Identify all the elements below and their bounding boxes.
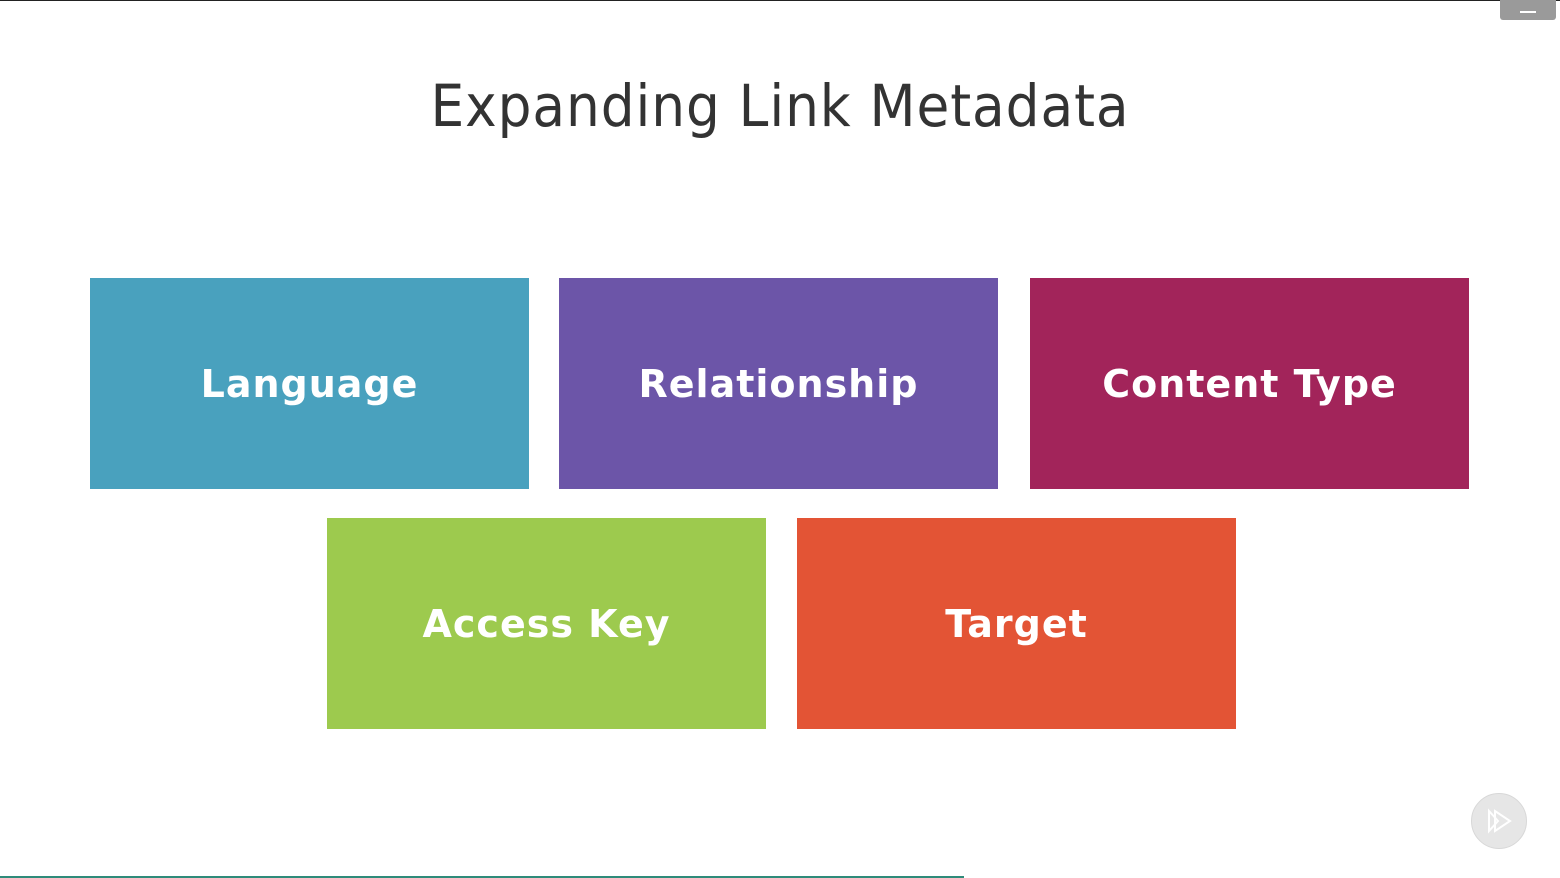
tile-relationship: Relationship [559, 278, 998, 489]
slide-title: Expanding Link Metadata [430, 72, 1130, 140]
tile-label-target: Target [945, 601, 1088, 646]
progress-fill [0, 876, 965, 878]
tile-label-content-type: Content Type [1102, 361, 1397, 406]
tile-label-relationship: Relationship [638, 361, 919, 406]
menu-tab[interactable] [1500, 0, 1556, 20]
tile-label-access-key: Access Key [422, 601, 671, 646]
menu-icon [1520, 11, 1536, 13]
tile-language: Language [90, 278, 529, 489]
play-forward-icon [1488, 808, 1512, 834]
progress-track[interactable] [0, 876, 1560, 878]
top-border [0, 0, 1560, 1]
tile-access-key: Access Key [327, 518, 766, 729]
play-button[interactable] [1471, 793, 1527, 849]
tile-target: Target [797, 518, 1236, 729]
tile-label-language: Language [200, 361, 419, 406]
tile-content-type: Content Type [1030, 278, 1469, 489]
